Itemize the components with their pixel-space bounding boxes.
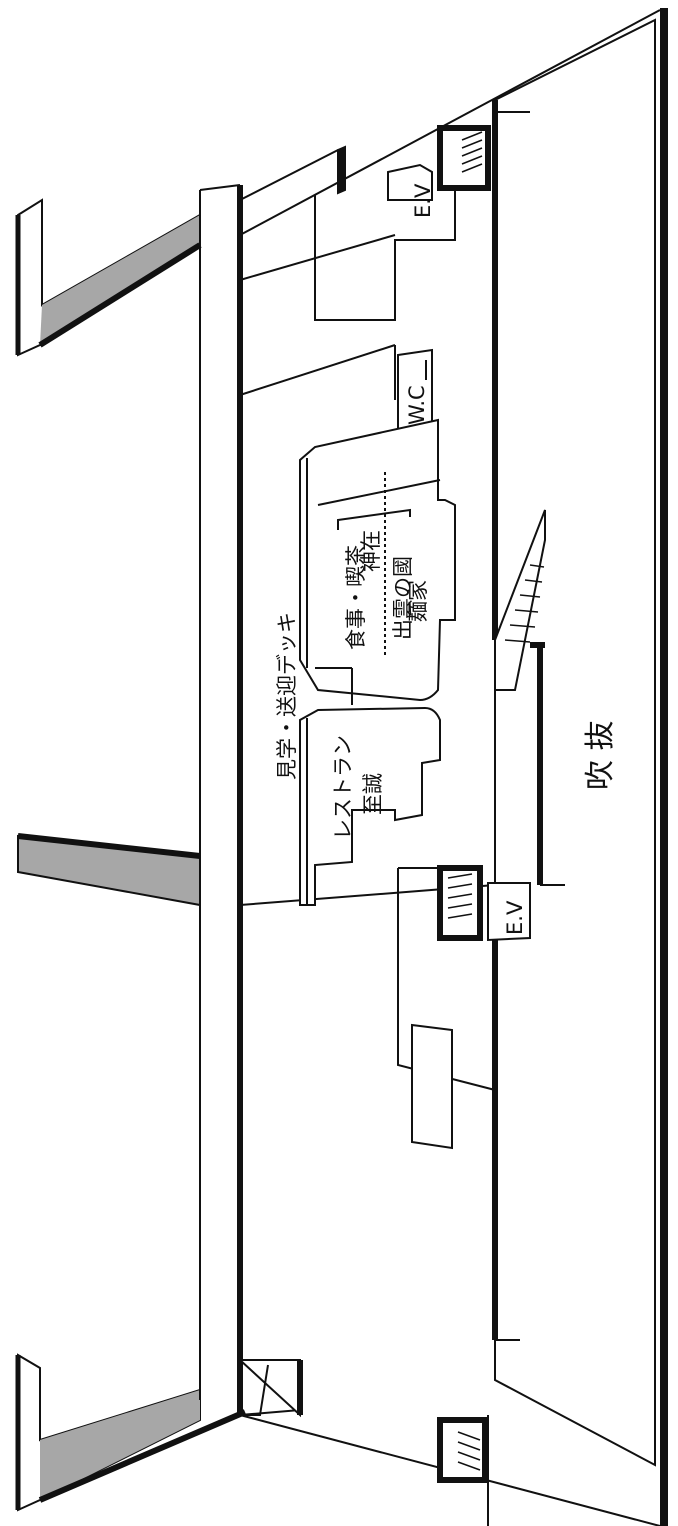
- wc-label: W.C: [405, 385, 429, 425]
- elevator-top: E.V: [387, 163, 435, 218]
- stairs-top: [437, 111, 530, 191]
- stairs-middle: [437, 865, 483, 941]
- ev-top-label: E.V: [411, 183, 435, 218]
- elevator-bottom: E.V: [487, 882, 531, 942]
- atrium-label: 吹 抜: [583, 720, 618, 790]
- top-rooms: [239, 185, 456, 400]
- noodle-name-line1: 出雲の國: [391, 556, 415, 640]
- restroom: W.C: [397, 348, 433, 434]
- cafe-name-line1: 食事・喫茶: [344, 545, 368, 650]
- cafe-name-line2: 神在: [359, 530, 383, 572]
- noodle-name-line2: 麺家: [406, 580, 430, 622]
- upper-finger: [15, 198, 202, 357]
- restaurant-name-line2: 至誠: [361, 773, 385, 815]
- cafe-block: [299, 418, 456, 702]
- middle-finger: [17, 833, 201, 907]
- lower-finger: [15, 1353, 247, 1512]
- main-walkway: [199, 184, 243, 1415]
- lower-rooms: [397, 867, 496, 1150]
- central-escalator: [494, 509, 565, 886]
- restaurant-name-line1: レストラン: [331, 735, 355, 840]
- restaurant-block: [299, 667, 441, 906]
- ev-bottom-label: E.V: [503, 900, 527, 935]
- stairs-bottom: [437, 1417, 488, 1483]
- deck-label: 見学・送迎デッキ: [275, 612, 299, 780]
- lower-stairs-block: [237, 1339, 520, 1418]
